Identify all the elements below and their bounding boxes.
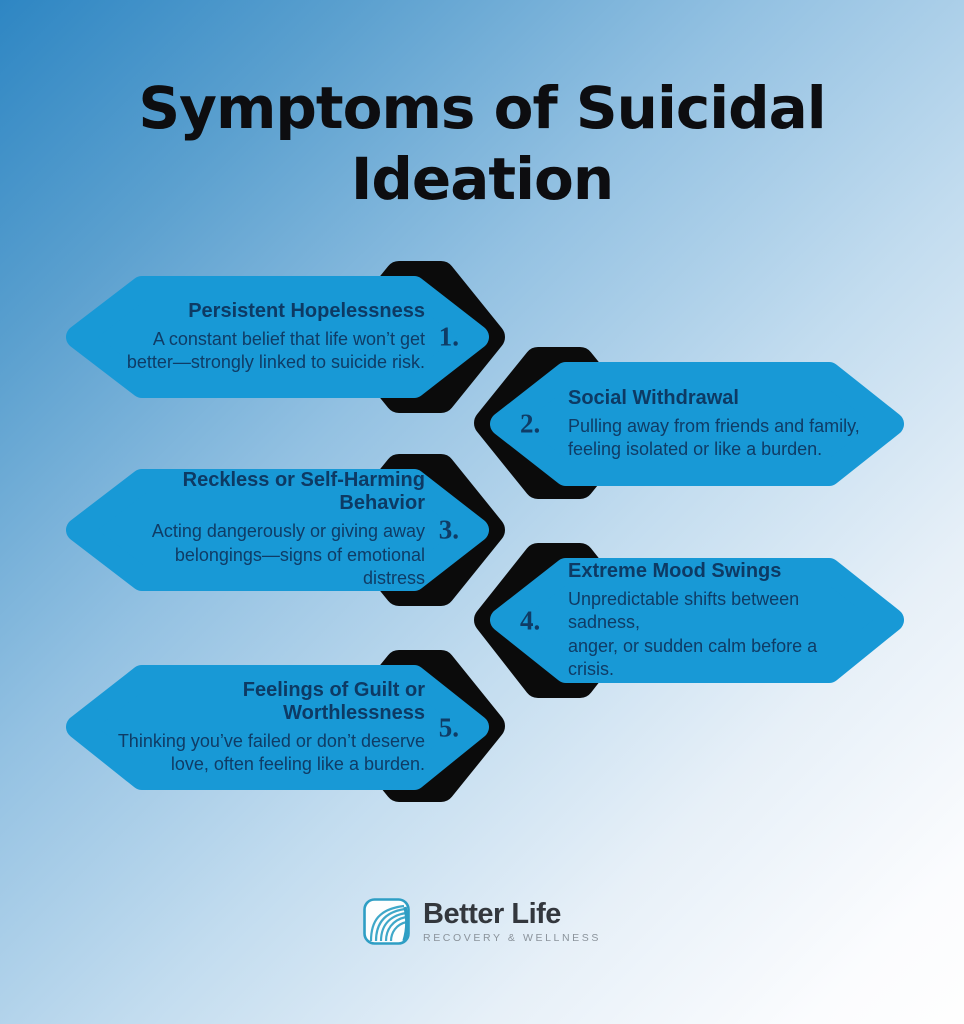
symptom-description: Unpredictable shifts between sadness, an… [568,588,818,679]
brand-logo: Better Life RECOVERY & WELLNESS [363,898,601,945]
symptom-number: 3. [438,514,459,545]
symptom-description: A constant belief that life won’t get be… [126,328,425,372]
symptom-title: Extreme Mood Swings [568,559,782,582]
symptom-item-1: Persistent Hopelessness A constant belie… [66,261,505,413]
symptom-item-3: Reckless or Self-Harming Behavior Acting… [66,454,505,606]
symptom-title: Reckless or Self-Harming Behavior [182,469,425,515]
symptom-description: Pulling away from friends and family, fe… [568,415,860,459]
brand-tagline: RECOVERY & WELLNESS [423,932,601,945]
blue-arrow-shape [490,558,904,683]
blue-arrow-shape [66,665,489,790]
symptom-number: 5. [438,712,459,742]
blue-arrow-shape [66,469,489,591]
logo-waves-icon [363,898,410,945]
symptom-number: 2. [520,408,541,439]
brand-name: Better Life [423,897,561,930]
symptom-number: 4. [520,605,541,635]
symptom-description: Acting dangerously or giving away belong… [151,521,425,589]
blue-arrow-shape [490,362,904,486]
symptom-item-2: Social Withdrawal Pulling away from frie… [474,347,904,499]
symptom-item-5: Feelings of Guilt or Worthlessness Think… [66,650,505,802]
symptom-number: 1. [438,321,459,352]
symptom-title: Social Withdrawal [568,386,739,409]
symptom-item-4: Extreme Mood Swings Unpredictable shifts… [474,543,904,698]
symptom-title: Persistent Hopelessness [188,299,425,322]
page-title: Symptoms of Suicidal Ideation [138,73,826,213]
symptom-title: Feelings of Guilt or Worthlessness [242,678,425,724]
symptom-description: Thinking you’ve failed or don’t deserve … [117,730,425,774]
blue-arrow-shape [66,276,489,398]
